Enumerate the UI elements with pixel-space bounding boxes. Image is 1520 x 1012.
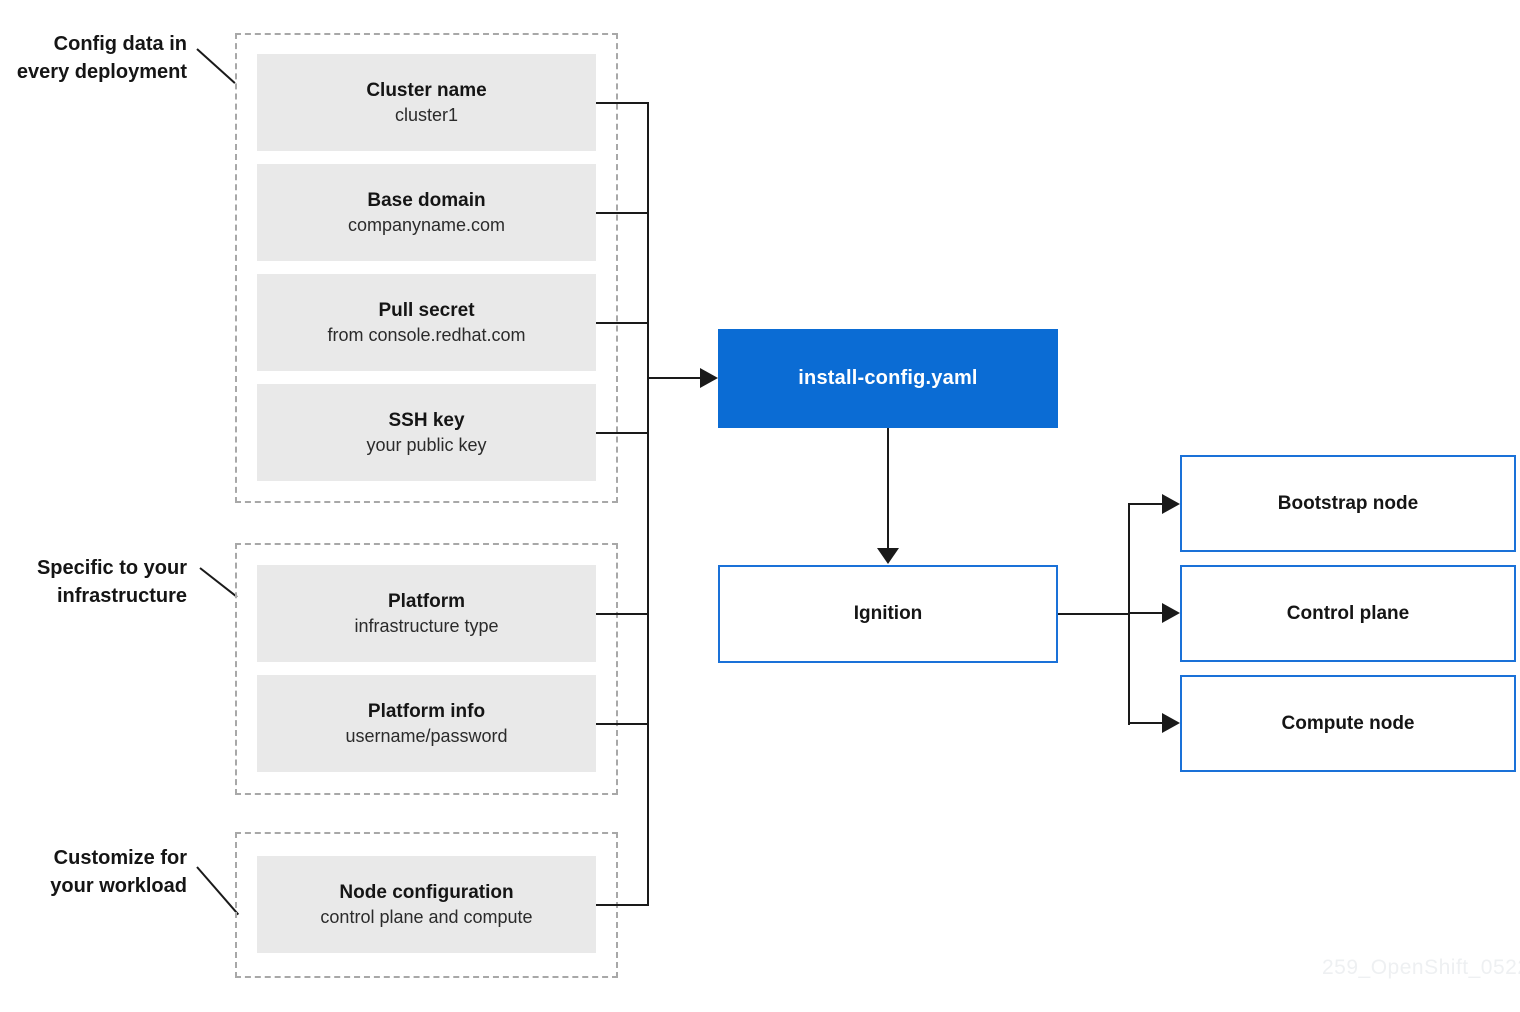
- box-subtitle: your public key: [366, 434, 487, 455]
- annotation-line: every deployment: [16, 61, 187, 83]
- box-subtitle: from console.redhat.com: [327, 324, 526, 345]
- connector-stub: [596, 212, 649, 214]
- ignition-label: Ignition: [853, 603, 923, 624]
- config-box-platform-info: Platform info username/password: [257, 675, 596, 772]
- annotation-line: Specific to your: [36, 557, 187, 579]
- box-subtitle: control plane and compute: [320, 906, 533, 927]
- box-title: Node configuration: [339, 881, 514, 903]
- config-box-ssh-key: SSH key your public key: [257, 384, 596, 481]
- connector-spine: [647, 102, 649, 906]
- bootstrap-node-box: Bootstrap node: [1180, 455, 1516, 552]
- arrowhead-right-icon: [1162, 494, 1180, 514]
- config-box-base-domain: Base domain companyname.com: [257, 164, 596, 261]
- watermark-text: 259_OpenShift_0522: [1322, 956, 1520, 979]
- pointer-line: [196, 48, 236, 84]
- connector-stub: [596, 723, 649, 725]
- compute-node-box: Compute node: [1180, 675, 1516, 772]
- arrowhead-right-icon: [700, 368, 718, 388]
- control-plane-label: Control plane: [1286, 602, 1410, 624]
- compute-node-label: Compute node: [1281, 712, 1415, 734]
- box-title: Cluster name: [366, 79, 487, 101]
- connector-branch-stub: [1128, 722, 1164, 724]
- connector-stub: [596, 613, 649, 615]
- connector-ignition-out: [1058, 613, 1130, 615]
- box-subtitle: companyname.com: [347, 214, 506, 235]
- connector-branch-stub: [1128, 503, 1164, 505]
- box-subtitle: username/password: [345, 725, 508, 746]
- connector-install-to-ignition: [887, 428, 889, 550]
- box-subtitle: cluster1: [394, 104, 459, 125]
- annotation-specific-infra: Specific to your infrastructure: [0, 554, 187, 610]
- group-infrastructure-config: [235, 543, 618, 795]
- install-config-label: install-config.yaml: [798, 367, 978, 389]
- box-subtitle: infrastructure type: [354, 615, 499, 636]
- box-title: Platform info: [367, 700, 486, 722]
- control-plane-box: Control plane: [1180, 565, 1516, 662]
- config-box-platform: Platform infrastructure type: [257, 565, 596, 662]
- config-box-pull-secret: Pull secret from console.redhat.com: [257, 274, 596, 371]
- annotation-line: Customize for: [53, 847, 187, 869]
- arrowhead-right-icon: [1162, 603, 1180, 623]
- pointer-line: [199, 567, 238, 598]
- annotation-config-data: Config data in every deployment: [0, 30, 187, 86]
- arrowhead-down-icon: [877, 548, 899, 564]
- box-title: Platform: [387, 590, 466, 612]
- connector-stub: [596, 904, 649, 906]
- connector-stub: [596, 322, 649, 324]
- install-config-box: install-config.yaml: [718, 329, 1058, 428]
- bootstrap-node-label: Bootstrap node: [1277, 492, 1419, 514]
- config-box-cluster-name: Cluster name cluster1: [257, 54, 596, 151]
- pointer-line: [196, 866, 240, 916]
- connector-branch-spine: [1128, 504, 1130, 725]
- ignition-box: Ignition: [718, 565, 1058, 663]
- group-deployment-config: [235, 33, 618, 503]
- arrowhead-right-icon: [1162, 713, 1180, 733]
- annotation-line: Config data in: [53, 33, 187, 55]
- box-title: SSH key: [388, 409, 465, 431]
- box-title: Base domain: [367, 189, 486, 211]
- annotation-line: your workload: [50, 875, 187, 897]
- config-box-node-configuration: Node configuration control plane and com…: [257, 856, 596, 953]
- connector-stub: [596, 432, 649, 434]
- connector-stub: [596, 102, 649, 104]
- annotation-customize-workload: Customize for your workload: [0, 844, 187, 900]
- connector-to-install-config: [649, 377, 701, 379]
- box-title: Pull secret: [378, 299, 475, 321]
- annotation-line: infrastructure: [56, 585, 187, 607]
- connector-branch-stub: [1128, 612, 1164, 614]
